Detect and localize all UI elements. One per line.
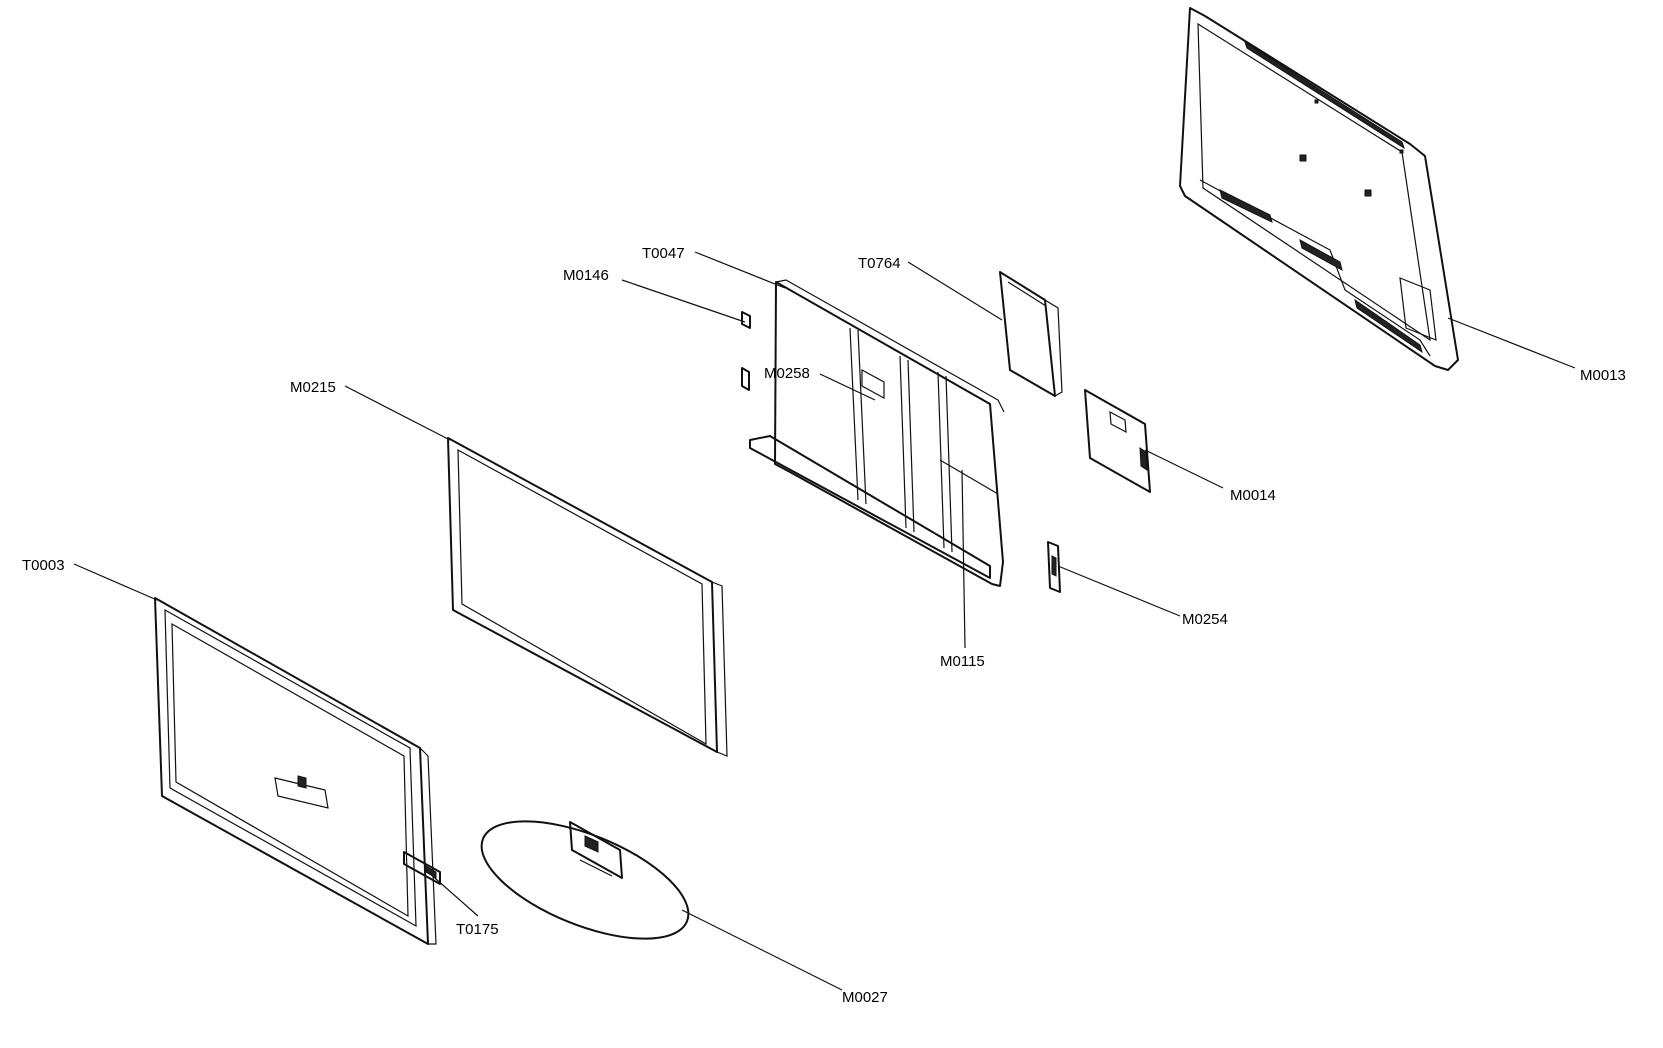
leader-lines	[73, 251, 1576, 991]
leader-m0027	[681, 909, 843, 991]
label-m0115: M0115	[940, 653, 985, 670]
part-pcb	[1084, 389, 1151, 493]
part-labels: M0013 M0014 M0027 M0115 M0146 M0215 M025…	[22, 245, 1626, 1006]
leader-m0115	[961, 469, 966, 649]
leader-m0254	[1057, 565, 1181, 617]
label-t0047: T0047	[642, 245, 685, 262]
leader-m0013	[1447, 317, 1576, 369]
part-chassis-frame	[749, 279, 1005, 587]
label-m0146: M0146	[563, 267, 609, 284]
part-button-bracket	[403, 851, 441, 885]
label-t0764: T0764	[858, 255, 901, 272]
label-m0215: M0215	[290, 379, 336, 396]
leader-m0215	[344, 385, 451, 441]
part-clip-upper	[741, 311, 751, 329]
part-cover-plate	[999, 271, 1063, 397]
label-m0258: M0258	[764, 365, 810, 382]
part-rear-cabinet	[1179, 7, 1459, 371]
part-stand	[480, 820, 690, 940]
label-m0014: M0014	[1230, 487, 1276, 504]
leader-t0047	[694, 251, 786, 289]
leader-t0175	[427, 871, 479, 917]
label-m0254: M0254	[1182, 611, 1228, 628]
part-lcd-panel	[447, 437, 728, 757]
part-small-bracket	[1047, 541, 1061, 593]
label-t0003: T0003	[22, 557, 65, 574]
label-m0027: M0027	[842, 989, 888, 1006]
part-front-bezel	[154, 597, 437, 945]
leader-t0003	[73, 563, 158, 601]
label-m0013: M0013	[1580, 367, 1626, 384]
leader-t0764	[907, 261, 1003, 321]
part-clip-lower	[741, 367, 750, 391]
label-t0175: T0175	[456, 921, 499, 938]
leader-m0258	[819, 373, 876, 401]
leader-m0146	[621, 279, 746, 323]
leader-m0014	[1144, 449, 1224, 489]
